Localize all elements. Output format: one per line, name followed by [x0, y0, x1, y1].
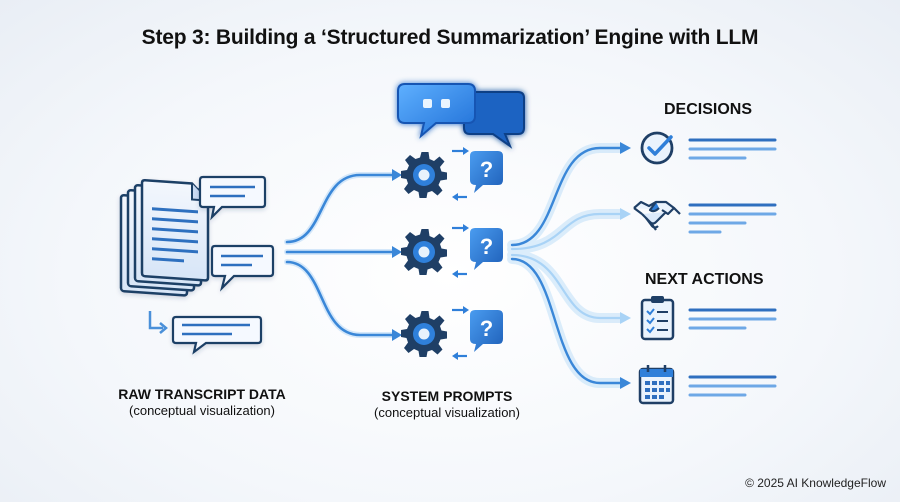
checkmark-circle-icon	[640, 131, 674, 165]
diagram-title: Step 3: Building a ‘Structured Summariza…	[141, 26, 759, 49]
raw-transcript-subtitle: (conceptual visualization)	[129, 403, 275, 418]
reply-arrow-head	[159, 322, 168, 334]
system-prompts-caption: SYSTEM PROMPTS (conceptual visualization…	[349, 388, 545, 420]
svg-text:?: ?	[480, 316, 493, 341]
chat-bubble-icon	[210, 244, 275, 292]
gear-icon	[401, 311, 447, 357]
chat-bubble-icon	[198, 175, 267, 221]
gear-icon	[401, 152, 447, 198]
reply-arrow-icon	[148, 311, 163, 330]
prompt-row-1: ?	[401, 147, 503, 201]
calendar-icon	[638, 365, 675, 405]
output-text-lines	[688, 138, 777, 397]
raw-transcript-title: RAW TRANSCRIPT DATA	[118, 386, 286, 402]
next-actions-label: NEXT ACTIONS	[645, 271, 764, 288]
copyright-footer: © 2025 AI KnowledgeFlow	[745, 476, 886, 490]
svg-text:?: ?	[480, 157, 493, 182]
question-bubble-icon: ?	[470, 228, 503, 270]
system-prompts-title: SYSTEM PROMPTS	[381, 388, 513, 404]
raw-transcript-caption: RAW TRANSCRIPT DATA (conceptual visualiz…	[104, 386, 300, 418]
question-bubble-icon: ?	[470, 310, 503, 352]
output-connectors	[507, 142, 631, 389]
prompt-row-2: ?	[401, 224, 503, 278]
svg-text:?: ?	[480, 234, 493, 259]
input-connectors	[284, 169, 402, 341]
question-bubble-icon: ?	[470, 151, 503, 193]
system-prompts-subtitle: (conceptual visualization)	[374, 405, 520, 420]
documents-stack-icon	[119, 178, 210, 297]
chat-bubble-icon	[171, 315, 263, 355]
clipboard-checklist-icon	[640, 296, 675, 341]
decisions-label: DECISIONS	[664, 101, 753, 118]
chat-bubbles-icon	[397, 83, 525, 149]
handshake-icon	[633, 200, 681, 231]
gear-icon	[401, 229, 447, 275]
prompt-row-3: ?	[401, 306, 503, 360]
